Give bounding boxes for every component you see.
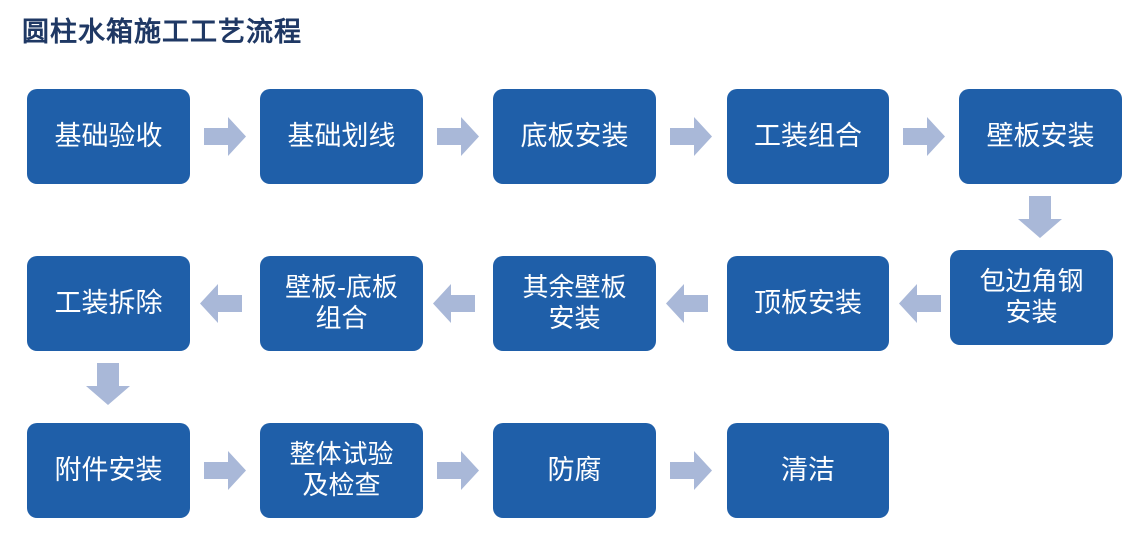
- arrow-left-1: [899, 284, 941, 323]
- arrow-right-1: [204, 117, 246, 156]
- arrow-right-3: [670, 117, 712, 156]
- process-node-anticorrosion[interactable]: 防腐: [493, 423, 656, 518]
- arrow-left-4: [200, 284, 242, 323]
- process-node-accessory-install[interactable]: 附件安装: [27, 423, 190, 518]
- arrow-right-4: [903, 117, 945, 156]
- process-node-foundation-marking[interactable]: 基础划线: [260, 89, 423, 184]
- arrow-down-1: [1018, 196, 1062, 238]
- arrow-right-5: [204, 451, 246, 490]
- process-node-bottom-plate-install[interactable]: 底板安装: [493, 89, 656, 184]
- page-title: 圆柱水箱施工工艺流程: [22, 17, 302, 48]
- arrow-down-2: [86, 363, 130, 405]
- process-node-remaining-wall-plate-install[interactable]: 其余壁板 安装: [493, 256, 656, 351]
- process-node-wall-bottom-plate-assembly[interactable]: 壁板-底板 组合: [260, 256, 423, 351]
- arrow-right-7: [670, 451, 712, 490]
- arrow-right-2: [437, 117, 479, 156]
- process-node-basic-acceptance[interactable]: 基础验收: [27, 89, 190, 184]
- process-node-overall-test-inspection[interactable]: 整体试验 及检查: [260, 423, 423, 518]
- process-node-tooling-assembly[interactable]: 工装组合: [727, 89, 889, 184]
- process-node-tooling-removal[interactable]: 工装拆除: [27, 256, 190, 351]
- arrow-left-2: [666, 284, 708, 323]
- arrow-right-6: [437, 451, 479, 490]
- process-node-edge-angle-steel-install[interactable]: 包边角钢 安装: [950, 250, 1113, 345]
- process-node-cleaning[interactable]: 清洁: [727, 423, 889, 518]
- process-node-wall-plate-install[interactable]: 壁板安装: [959, 89, 1122, 184]
- arrow-left-3: [433, 284, 475, 323]
- process-node-top-plate-install[interactable]: 顶板安装: [727, 256, 889, 351]
